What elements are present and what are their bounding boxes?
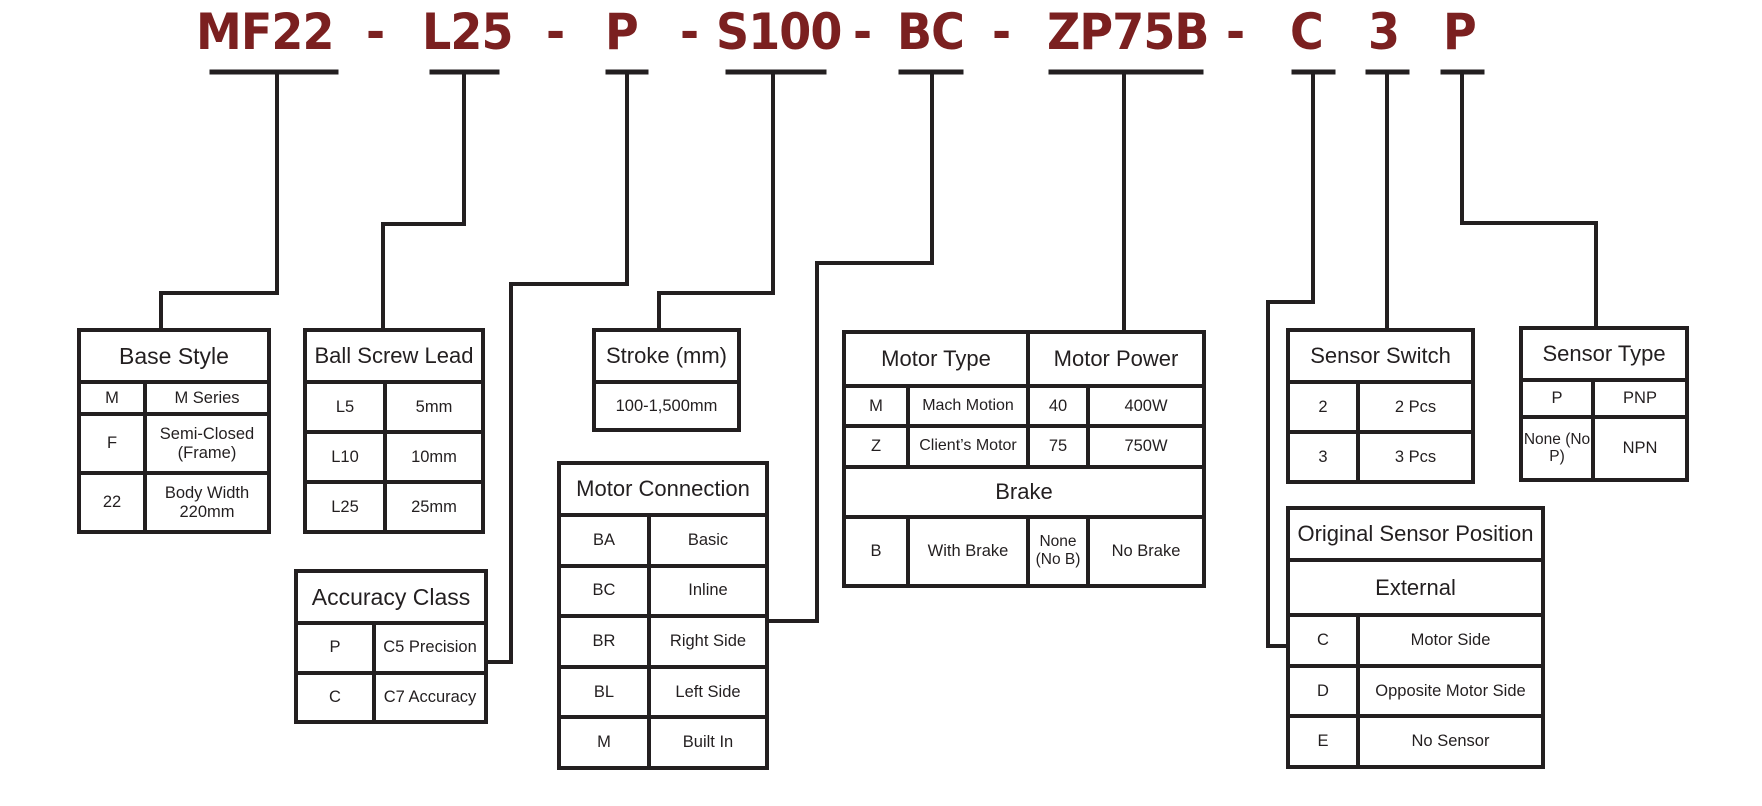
option-code: P [1519,378,1595,419]
option-desc: C7 Accuracy [372,670,488,724]
motor-power-code: 40 [1026,383,1090,429]
connector-sensor-type [1460,70,1598,331]
option-code: L10 [303,430,387,484]
table-title: Original Sensor Position [1286,506,1545,562]
connector-motor-connection [766,70,934,623]
option-desc: Semi-Closed (Frame) [143,412,271,476]
option-desc: Built In [647,715,769,770]
table-title: Base Style [77,328,271,384]
code-dash: - [1226,3,1245,61]
option-desc: Motor Side [1356,613,1545,668]
option-desc: C5 Precision [372,621,488,675]
option-desc: Right Side [647,614,769,669]
motor-type-title: Motor Type [842,330,1030,388]
code-bc: BC [897,3,965,61]
motor-power-code: 75 [1026,424,1090,469]
option-desc: Inline [647,563,769,619]
motor-power-desc: 400W [1086,383,1206,429]
option-desc: M Series [143,379,271,417]
no-brake-code: None (No B) [1026,514,1090,589]
option-desc: Opposite Motor Side [1356,663,1545,719]
motor-power-desc: 750W [1086,424,1206,469]
table-title: Ball Screw Lead [303,328,485,384]
option-code: E [1286,714,1360,769]
table-motor: Motor Type Motor Power M Mach Motion 40 … [842,330,1206,589]
option-code: 22 [77,471,147,534]
connector-accuracy [485,70,629,664]
option-desc: 10mm [383,430,485,484]
option-code: BA [557,513,651,568]
option-desc: 25mm [383,480,485,534]
option-desc: 5mm [383,380,485,434]
table-title: Sensor Type [1519,326,1689,382]
code-mf22: MF22 [196,3,334,61]
motor-type-desc: Client’s Motor [906,424,1030,469]
code-dash: - [853,3,872,61]
option-desc: PNP [1591,378,1689,419]
option-code: D [1286,663,1360,719]
connector-sensor-position [1266,70,1315,648]
table-subtitle: External [1286,558,1545,617]
option-code: None (No P) [1519,414,1595,483]
code-dash: - [546,3,565,61]
option-code: L5 [303,380,387,434]
option-code: BC [557,563,651,619]
code-dash: - [680,3,699,61]
code-s100: S100 [716,3,842,61]
motor-power-title: Motor Power [1026,330,1206,388]
code-3: 3 [1368,3,1400,61]
table-stroke: Stroke (mm) 100-1,500mm [592,328,741,432]
option-code: 2 [1286,380,1360,434]
table-title: Accuracy Class [294,569,488,625]
option-desc: NPN [1591,414,1689,483]
option-code: C [1286,613,1360,668]
no-brake-desc: No Brake [1086,514,1206,589]
connector-ball-screw [381,70,466,332]
code-l25: L25 [422,3,514,61]
code-p-accuracy: P [605,3,639,61]
option-desc: Left Side [647,664,769,720]
option-code: P [294,621,376,675]
option-desc: 2 Pcs [1356,380,1475,434]
motor-type-code: M [842,383,910,429]
table-title: Sensor Switch [1286,328,1475,384]
option-desc: No Sensor [1356,714,1545,769]
table-title: Stroke (mm) [592,328,741,384]
option-code: C [294,670,376,724]
code-dash: - [366,3,385,61]
stroke-range: 100-1,500mm [592,380,741,432]
code-p-sensor: P [1443,3,1477,61]
code-zp75b: ZP75B [1047,3,1209,61]
option-code: M [557,715,651,770]
brake-code: B [842,514,910,589]
motor-type-code: Z [842,424,910,469]
connector-base-style [159,70,279,332]
option-desc: Body Width 220mm [143,471,271,534]
option-code: BL [557,664,651,720]
option-code: F [77,412,147,476]
connector-stroke [657,70,775,332]
motor-type-desc: Mach Motion [906,383,1030,429]
brake-desc: With Brake [906,514,1030,589]
option-code: 3 [1286,430,1360,484]
option-code: L25 [303,480,387,534]
option-desc: 3 Pcs [1356,430,1475,484]
code-dash: - [992,3,1011,61]
brake-title: Brake [842,464,1206,519]
option-code: BR [557,614,651,669]
option-desc: Basic [647,513,769,568]
option-code: M [77,379,147,417]
table-title: Motor Connection [557,461,769,517]
code-c: C [1290,3,1324,61]
